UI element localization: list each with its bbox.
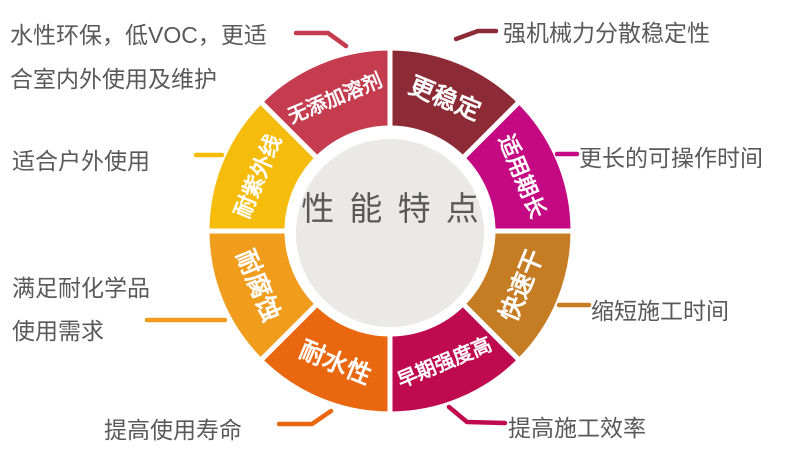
wheel-center-title: 性 能 特 点: [290, 184, 490, 234]
callout-shorten-construction: 缩短施工时间: [591, 298, 729, 324]
center-title-line2: 特 点: [397, 190, 479, 227]
callout-working-time: 更长的可操作时间: [579, 145, 763, 171]
callout-mechanical-stability: 强机械力分散稳定性: [503, 20, 710, 46]
wheel-segment-7: [257, 45, 393, 162]
callout-waterborne-line2: 合室内外使用及维护: [10, 66, 217, 92]
callout-outdoor-use: 适合户外使用: [12, 148, 150, 174]
callout-chemical-line2: 使用需求: [12, 318, 104, 344]
callout-service-life: 提高使用寿命: [104, 417, 242, 443]
callout-construction-efficiency: 提高施工效率: [508, 415, 646, 441]
wheel-center-circle: [296, 139, 484, 327]
callout-chemical-resistance: 满足耐化学品 使用需求: [12, 267, 150, 353]
callout-waterborne: 水性环保，低VOC，更适 合室内外使用及维护: [10, 13, 267, 101]
callout-waterborne-line1: 水性环保，低VOC，更适: [10, 22, 267, 48]
center-title-line1: 性 能: [301, 190, 383, 227]
callout-chemical-line1: 满足耐化学品: [12, 275, 150, 301]
